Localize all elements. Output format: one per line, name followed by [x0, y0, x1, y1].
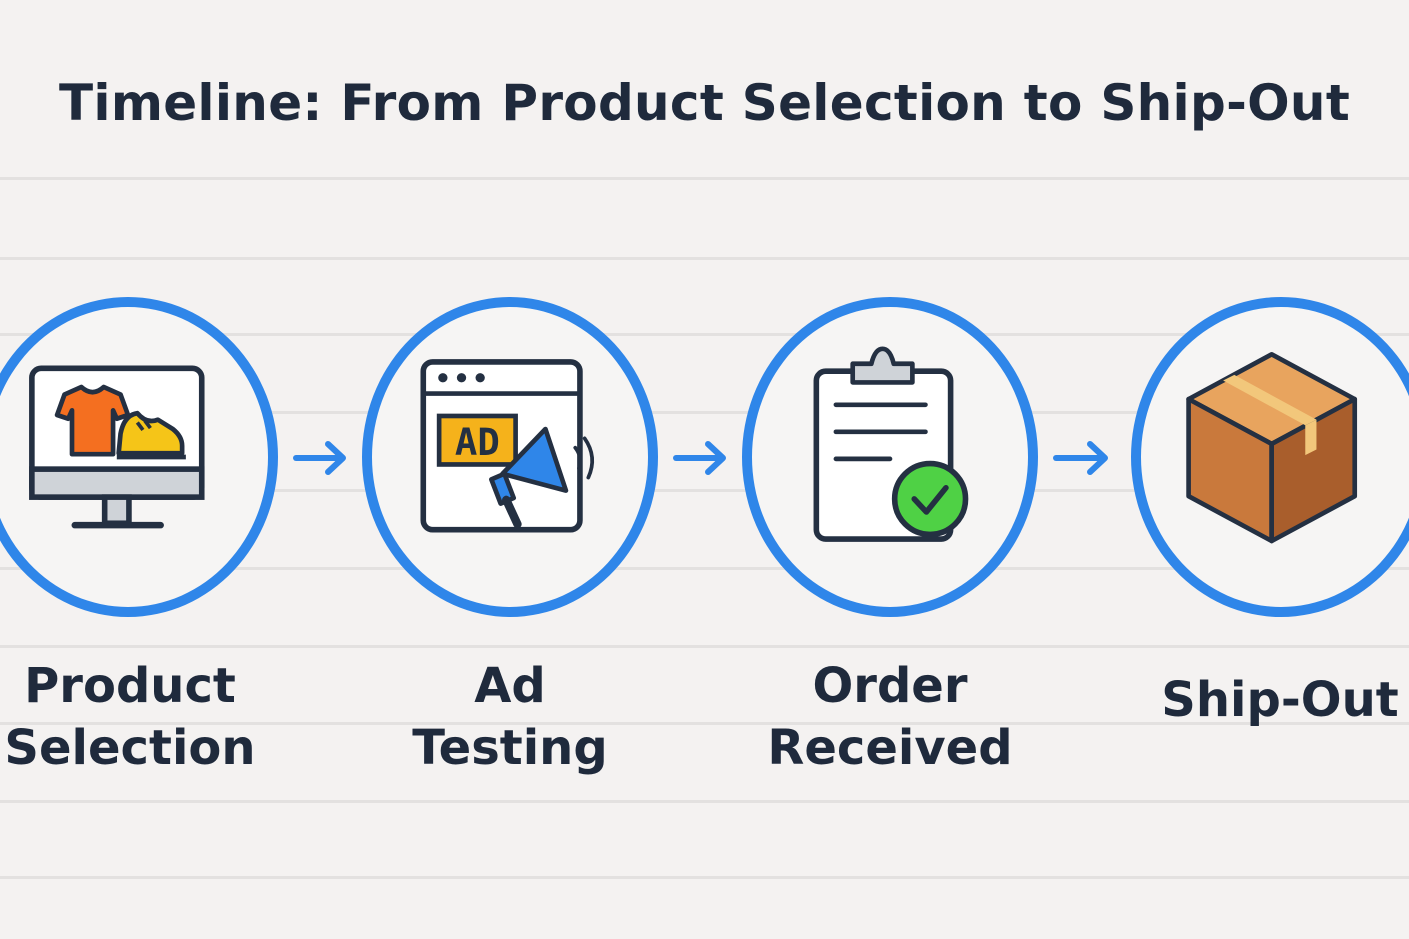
background-rule [0, 177, 1409, 180]
stage-label-line: Ad [474, 658, 546, 714]
clipboard-check-icon [813, 346, 969, 542]
background-rule [0, 800, 1409, 803]
background-rule [0, 333, 1409, 336]
stage-label-ship-out: Ship-Out [1130, 669, 1409, 731]
stage-label-ad-testing: Ad Testing [360, 655, 660, 779]
ad-badge-text: AD [455, 420, 500, 464]
background-rule [0, 722, 1409, 725]
stage-label-product-selection: Product Selection [0, 655, 280, 779]
background-rule [0, 567, 1409, 570]
background-rule [0, 257, 1409, 260]
browser-ad-megaphone-icon: AD [420, 359, 595, 533]
stage-label-line: Order [812, 658, 968, 714]
stage-ship-out [1131, 297, 1409, 617]
stage-order-received [742, 297, 1038, 617]
background-rule [0, 411, 1409, 414]
stage-label-line: Testing [412, 720, 608, 776]
stage-product-selection [0, 297, 278, 617]
cardboard-box-icon [1186, 352, 1358, 544]
stage-label-line: Received [767, 720, 1013, 776]
stage-ad-testing: AD [362, 297, 658, 617]
stage-label-line: Product [24, 658, 236, 714]
stage-label-order-received: Order Received [740, 655, 1040, 779]
arrow-right-icon [673, 441, 726, 475]
stage-label-line: Selection [4, 720, 256, 776]
background-rule [0, 645, 1409, 648]
monitor-with-products-icon [29, 365, 205, 529]
background-rule [0, 489, 1409, 492]
stage-label-line: Ship-Out [1161, 672, 1399, 728]
arrow-right-icon [293, 441, 346, 475]
background-rule [0, 876, 1409, 879]
arrow-right-icon [1053, 441, 1108, 475]
page-title: Timeline: From Product Selection to Ship… [58, 74, 1351, 132]
